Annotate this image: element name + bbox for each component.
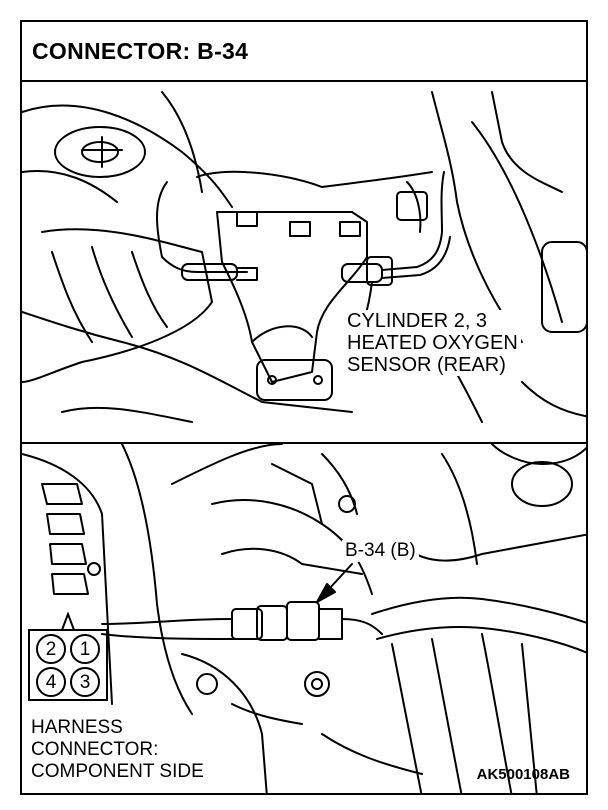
- exhaust-manifold-illustration: [22, 91, 586, 423]
- pin-housing-icon: [28, 612, 108, 701]
- harness-label-line3: COMPONENT SIDE: [31, 761, 204, 782]
- diagram-frame: CONNECTOR: B-34: [20, 20, 588, 795]
- connector-title: CONNECTOR: B-34: [32, 38, 249, 64]
- pin-1: 1: [70, 634, 100, 664]
- title-divider: [22, 80, 586, 82]
- connector-callout: B-34 (B): [342, 540, 419, 562]
- pin-3: 3: [70, 667, 100, 697]
- pin-4: 4: [36, 667, 66, 697]
- sensor-label-line3: SENSOR (REAR): [347, 354, 506, 376]
- sensor-label-line2: HEATED OXYGEN: [347, 332, 518, 354]
- harness-label-line1: HARNESS: [31, 717, 123, 738]
- pin-2: 2: [36, 634, 66, 664]
- harness-label-line2: CONNECTOR:: [31, 739, 159, 760]
- figure-code: AK500108AB: [476, 766, 570, 783]
- pin-layout: 2 1 4 3: [28, 612, 110, 702]
- harness-label: HARNESS CONNECTOR: COMPONENT SIDE: [28, 717, 207, 783]
- sensor-callout: CYLINDER 2, 3 HEATED OXYGEN SENSOR (REAR…: [344, 310, 521, 376]
- connector-location-illustration: [22, 444, 586, 793]
- section-divider: [22, 442, 586, 444]
- sensor-label-line1: CYLINDER 2, 3: [347, 310, 488, 332]
